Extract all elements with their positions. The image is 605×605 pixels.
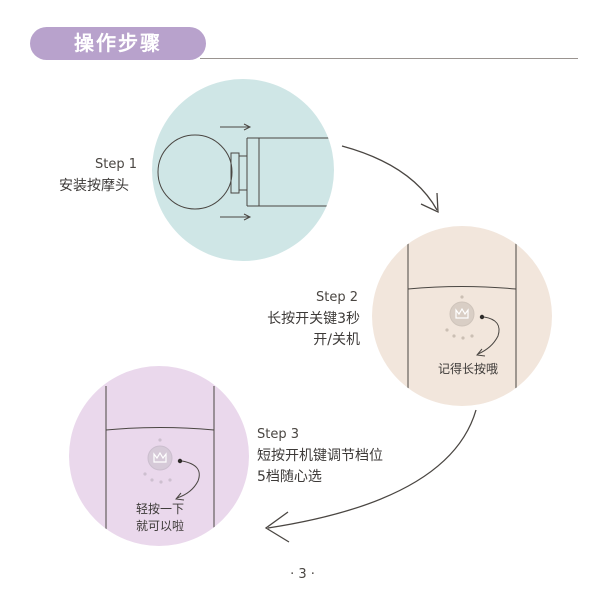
- device-sides: [105, 386, 215, 546]
- step2-description-line2: 开/关机: [313, 332, 360, 348]
- step1-description: 安装按摩头: [59, 178, 129, 194]
- section-tab: [30, 27, 206, 60]
- step3-note-line1: 轻按一下: [135, 502, 184, 516]
- step3-description: 短按开机键调节档位 5档随心选: [257, 446, 383, 488]
- massage-head: [157, 134, 233, 210]
- step1-illustration: [152, 79, 334, 261]
- step3-note: 轻按一下 就可以啦: [120, 501, 200, 535]
- press-point: [177, 458, 183, 464]
- page-number: · 3 ·: [290, 567, 315, 582]
- step3-illustration: [69, 366, 249, 546]
- step2-description-line1: 长按开关键3秒: [267, 311, 360, 327]
- step3-description-line1: 短按开机键调节档位: [257, 448, 383, 464]
- press-pointer-head: [175, 492, 185, 501]
- power-button-icon: [147, 445, 173, 471]
- step3-label: Step 3: [257, 427, 300, 442]
- press-point: [479, 314, 485, 320]
- step3-note-line2: 就可以啦: [135, 519, 184, 533]
- flow-arrow-icon: [341, 145, 439, 214]
- step2-illustration: [372, 226, 552, 406]
- brand-logo-icon: [455, 307, 469, 319]
- press-pointer-icon: [176, 460, 200, 499]
- step2-label: Step 2: [316, 290, 359, 305]
- device-sides: [407, 236, 517, 406]
- section-title: 操作步骤: [74, 31, 162, 55]
- header-divider: [200, 58, 578, 59]
- step3-description-line2: 5档随心选: [257, 469, 322, 485]
- device-seam: [407, 286, 517, 290]
- flow-arrow-icon: [264, 409, 477, 543]
- step1-label: Step 1: [95, 157, 138, 172]
- step1-circle: [152, 79, 334, 261]
- press-pointer-icon: [477, 316, 500, 355]
- device-seam: [105, 427, 215, 431]
- direction-arrowhead-bottom: [243, 213, 252, 221]
- level-dots: [445, 295, 474, 340]
- step2-description: 长按开关键3秒 开/关机: [256, 309, 360, 351]
- level-dots: [143, 438, 172, 484]
- direction-arrowhead-top: [243, 123, 252, 131]
- brand-logo-icon: [153, 451, 167, 463]
- power-button-icon: [449, 301, 475, 327]
- press-pointer-head: [476, 348, 486, 357]
- step2-note: 记得长按哦: [437, 362, 498, 376]
